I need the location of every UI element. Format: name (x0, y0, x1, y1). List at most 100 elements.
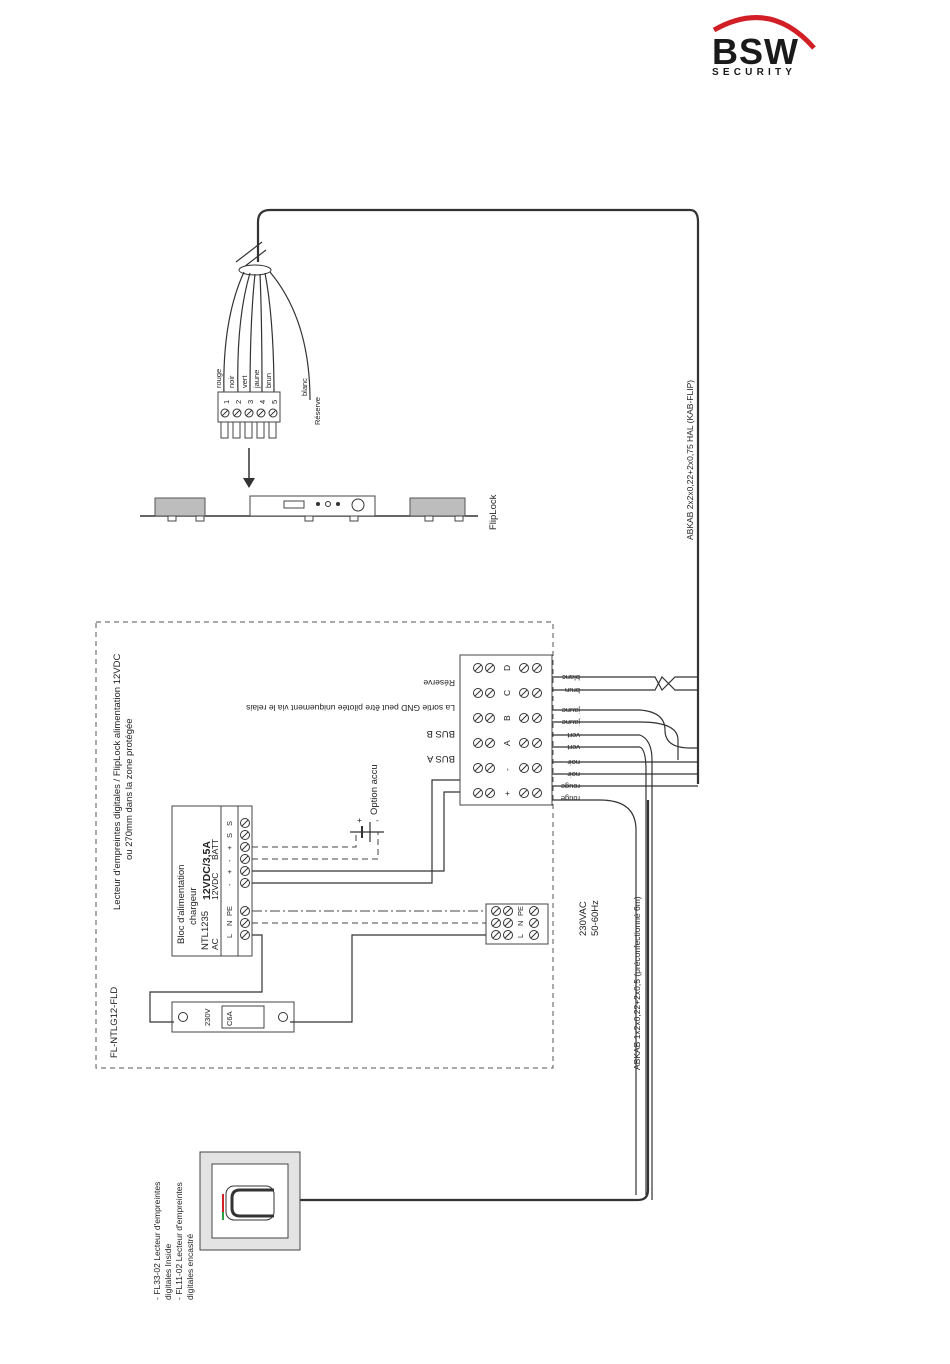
dc-terminal: S (225, 821, 234, 826)
cable-routing (300, 676, 698, 1202)
enclosure-title-1: Lecteur d'empreintes digitales / FlipLoc… (112, 654, 123, 910)
wire-color-label: brun (264, 373, 273, 388)
wire-L-mains (290, 934, 486, 1023)
dc-terminal: S (225, 833, 234, 838)
wire-1 (223, 271, 245, 396)
lock-screw-icon (325, 501, 331, 507)
logo-tagline: SECURITY (712, 67, 796, 78)
pin-number: 2 (234, 400, 243, 404)
lock-bolt (154, 497, 206, 517)
wire-color-label: blanc (300, 378, 309, 396)
wire-tag: jaune (562, 718, 581, 727)
psu-title: Bloc d'alimentation (176, 865, 187, 944)
lock-socket (283, 500, 305, 509)
wire-dc-minus (252, 791, 460, 872)
pin-number: 3 (246, 400, 255, 404)
ac-terminal: L (225, 934, 234, 938)
lock-cylinder-icon (351, 498, 365, 512)
wire-tag: rouge (561, 794, 580, 803)
accu-minus: - (376, 815, 379, 825)
wire-tag: vert (567, 743, 580, 752)
arrow-head-icon (243, 478, 255, 488)
enclosure: Lecteur d'empreintes digitales / FlipLoc… (95, 621, 554, 1069)
wire-tag: blanc (562, 673, 580, 682)
terminal-label: A (502, 740, 512, 746)
wire-color-label: jaune (252, 370, 261, 389)
reader-text-2: digitales Inside (163, 1243, 173, 1300)
power-supply: Bloc d'alimentation chargeur NTL1235 12V… (171, 805, 253, 957)
reserve-label: Réserve (313, 397, 322, 425)
lock-screw-icon (316, 502, 320, 506)
mains-terminal-label: L (516, 934, 525, 938)
pin-number: 5 (270, 400, 279, 404)
dc-terminal: + (225, 869, 234, 874)
ac-terminal: PE (225, 906, 234, 916)
flipper-harness: rouge noir vert jaune brun blanc Réserve… (214, 241, 322, 488)
enclosure-title-2: ou 270mm dans la zone protégée (124, 718, 135, 860)
reader-text-4: digitales encastré (185, 1234, 195, 1300)
accu-label: Option accu (369, 764, 380, 815)
circuit-breaker: 230V C6A (171, 1001, 295, 1033)
wire-L (149, 934, 263, 1023)
main-cable-line (256, 208, 700, 784)
dc-terminal: + (225, 845, 234, 850)
ac-terminal: N (225, 921, 234, 926)
wire-tag: brun (565, 686, 580, 695)
psu-dc-label: 12VDC (210, 873, 220, 900)
psu-spec: 12VDC/3,5A (201, 841, 213, 900)
terminal-label: C (502, 690, 512, 696)
fingerprint-icon (230, 1188, 274, 1218)
reserve-note: Réserve (423, 678, 455, 688)
psu-screws (237, 805, 253, 957)
mains-terminal: L N PE 230VAC 50-60Hz (485, 900, 601, 945)
wire-color-label: rouge (214, 369, 223, 388)
breaker-screw-icon (278, 1012, 288, 1022)
bus-b-label: BUS B (426, 728, 455, 739)
wire-tag: noir (567, 770, 580, 779)
main-cable (256, 208, 700, 784)
connector-pins (220, 421, 277, 439)
enclosure-outline (95, 621, 554, 1069)
fingerprint-reader: - FL33-02 Lecteur d'empreintes digitales… (152, 1151, 301, 1300)
mains-terminal-label: PE (516, 906, 525, 916)
bus-a-label: BUS A (426, 753, 455, 764)
reader-sensor (225, 1185, 275, 1221)
wire-bat-minus (252, 832, 379, 860)
dc-terminal: - (225, 883, 234, 886)
logo-arc (712, 15, 816, 50)
bottom-cable-label: ABKAB 1x2x0,22+2x0,5 (préconfectionné 6m… (632, 896, 642, 1070)
wire-3 (249, 273, 256, 396)
reader-text-1: - FL33-02 Lecteur d'empreintes (152, 1182, 162, 1300)
accu-battery-icon: + - Option accu (350, 764, 384, 842)
wire-tag: jaune (562, 706, 581, 715)
enclosure-model: FL-NTLG12-FLD (109, 987, 120, 1058)
wire-4 (259, 273, 263, 396)
breaker-screw-icon (178, 1012, 188, 1022)
psu-subtitle: chargeur (188, 888, 199, 926)
cut-mark (235, 241, 263, 263)
wire-color-label: vert (240, 375, 249, 388)
breaker-rating: C6A (225, 1011, 234, 1026)
terminal-screws (473, 663, 542, 798)
lock-screw-icon (336, 502, 340, 506)
terminal-label: + (502, 791, 512, 796)
fliplock-label: FlipLock (488, 494, 499, 530)
wire-tag: vert (567, 731, 580, 740)
mains-voltage: 230VAC (578, 901, 589, 936)
breaker-spec: 230V (203, 1008, 212, 1026)
wire-tags: rouge rouge noir noir vert vert jaune ja… (552, 673, 640, 803)
connector-screws (220, 408, 278, 418)
gnd-note: La sortie GND peut être pilotée uniqueme… (246, 703, 455, 713)
fliplock-device: FlipLock (140, 494, 499, 530)
terminal-label: D (502, 665, 512, 671)
wire-6 (269, 271, 311, 401)
terminal-label: - (502, 768, 512, 771)
lock-bolt (409, 497, 466, 517)
pin-number: 4 (258, 400, 267, 404)
terminal-block: + - A B C D BUS A BUS B La sortie GND pe… (246, 654, 553, 806)
bsw-logo: BSW SECURITY (712, 15, 816, 78)
reader-text-3: - FL11-02 Lecteur d'empreintes (174, 1182, 184, 1300)
logo-brand: BSW (712, 31, 799, 72)
